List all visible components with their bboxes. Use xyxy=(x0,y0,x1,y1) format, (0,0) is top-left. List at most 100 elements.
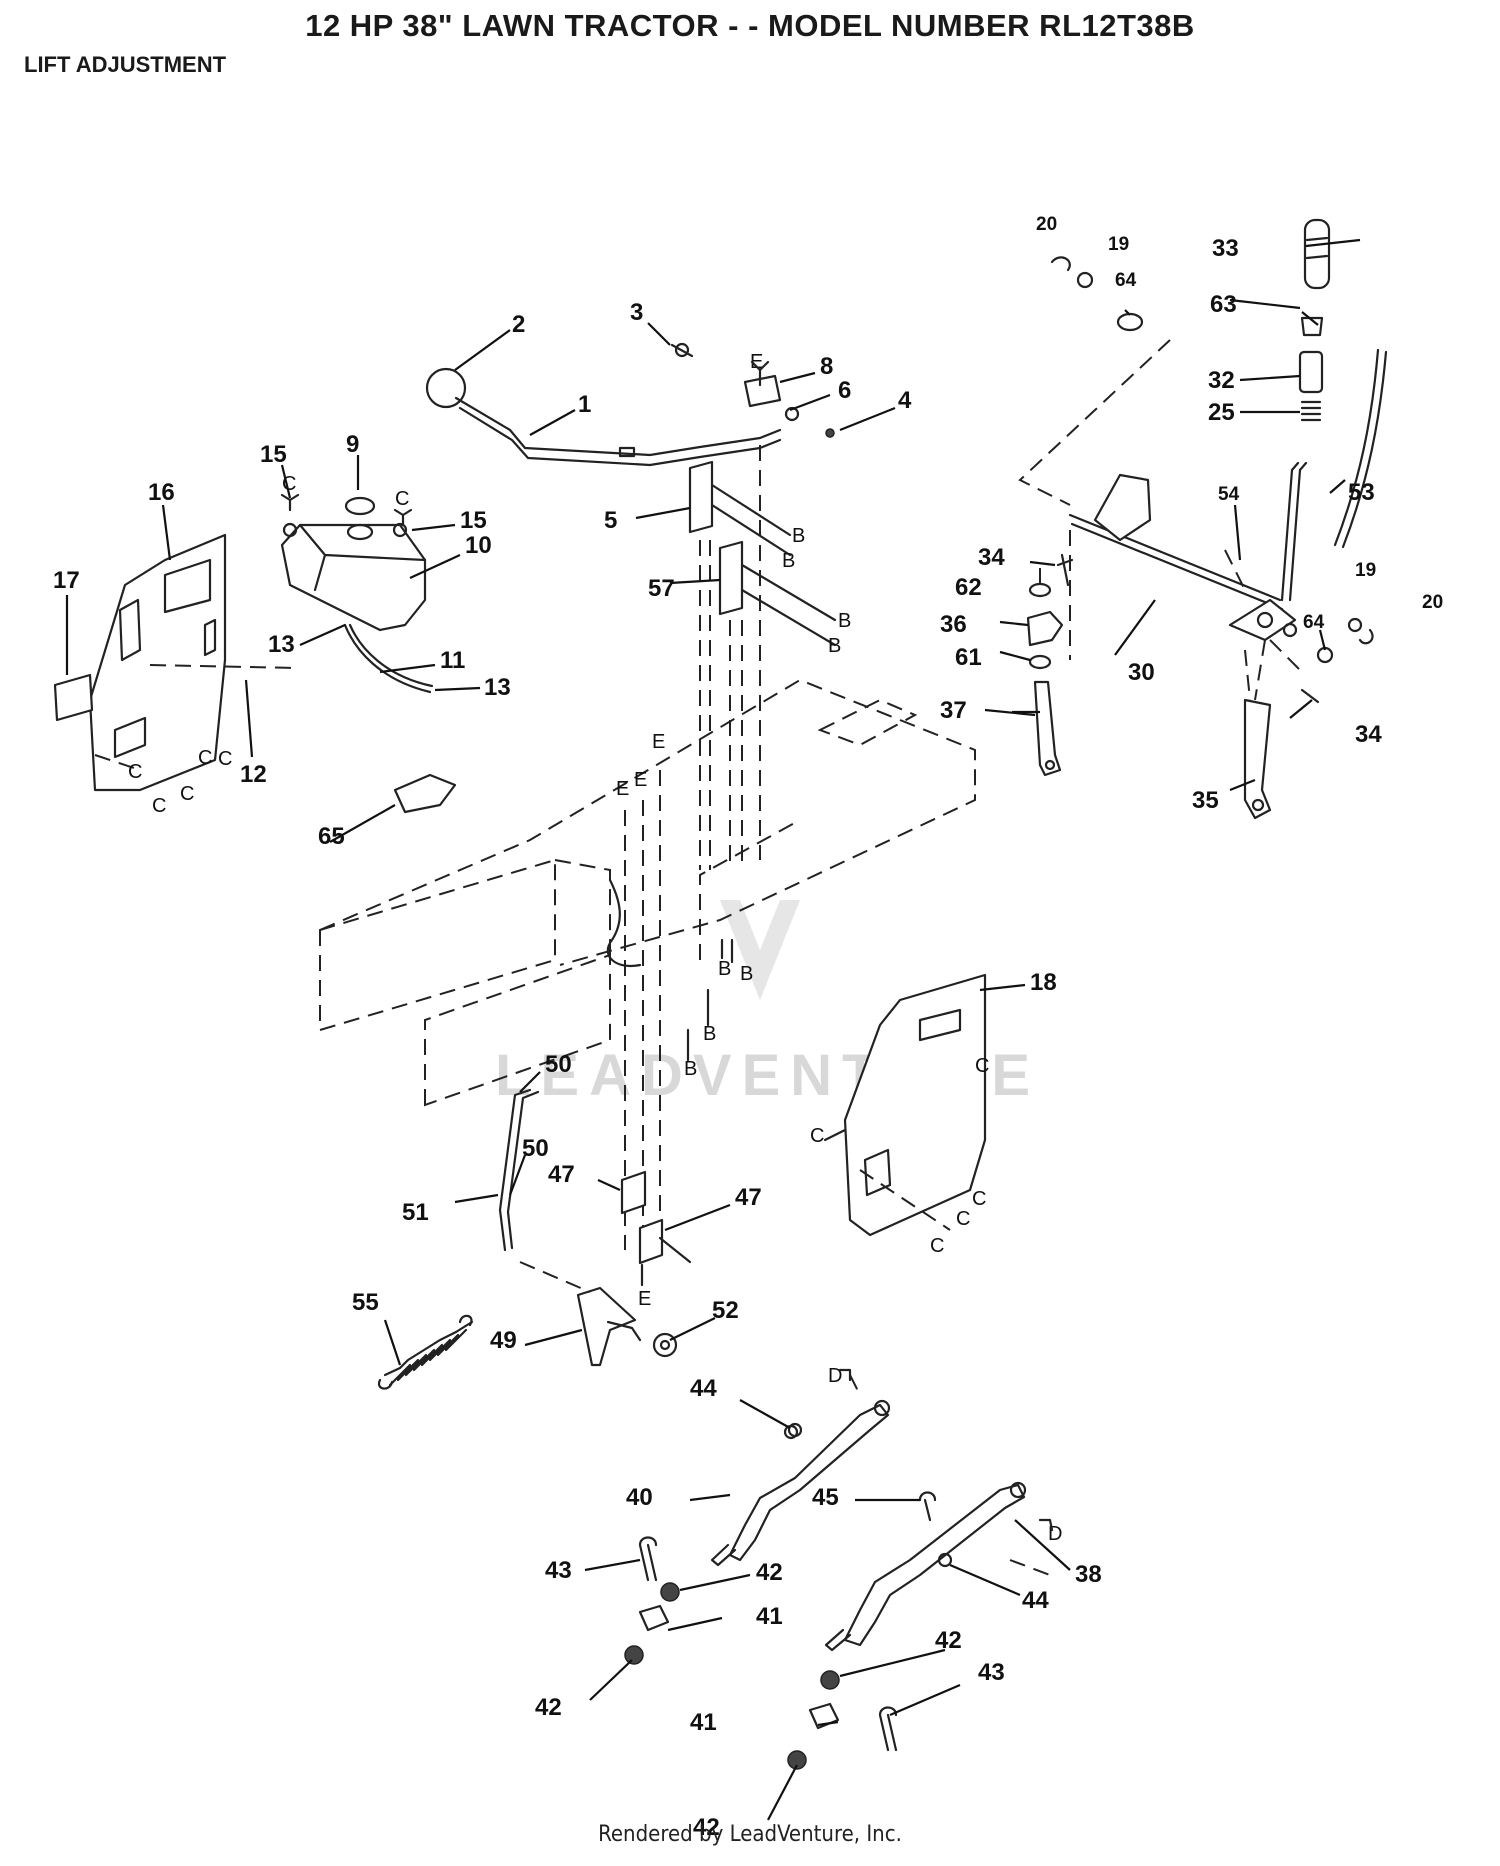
part-lift-arm-40 xyxy=(728,1403,890,1562)
part-nut-42d xyxy=(787,1750,807,1770)
callout-37: 37 xyxy=(940,697,967,724)
section-subtitle: LIFT ADJUSTMENT xyxy=(24,52,227,77)
callout-44a: 44 xyxy=(690,1375,717,1402)
callout-10: 10 xyxy=(465,532,492,559)
part-link-37 xyxy=(1033,680,1062,777)
callout-18: 18 xyxy=(1030,969,1057,996)
part-nut-42b xyxy=(624,1645,644,1665)
callout-9: 9 xyxy=(346,431,359,458)
part-plate-57 xyxy=(718,540,744,616)
callout-35: 35 xyxy=(1192,787,1219,814)
ref-c: C xyxy=(930,1235,944,1257)
footer-credit: Rendered by LeadVenture, Inc. xyxy=(598,1822,902,1847)
callout-50b: 50 xyxy=(522,1135,549,1162)
part-65 xyxy=(393,773,457,814)
part-bushing-62 xyxy=(1028,582,1052,598)
part-lift-arm-38 xyxy=(843,1483,1026,1647)
ref-c: C xyxy=(218,748,232,770)
callout-8: 8 xyxy=(820,353,833,380)
callout-5: 5 xyxy=(604,507,617,534)
part-rod-53 xyxy=(1333,348,1380,547)
part-fuel-line xyxy=(343,623,432,694)
callout-19a: 19 xyxy=(1108,234,1129,255)
callout-1: 1 xyxy=(578,391,591,418)
callout-15b: 15 xyxy=(460,507,487,534)
part-knob xyxy=(425,367,467,409)
leader-lines xyxy=(65,238,1361,1821)
callout-44b: 44 xyxy=(1022,1587,1049,1614)
callout-43a: 43 xyxy=(545,1557,572,1584)
ref-e: E xyxy=(652,731,665,753)
callout-63: 63 xyxy=(1210,291,1237,318)
callout-55: 55 xyxy=(352,1289,379,1316)
callout-40: 40 xyxy=(626,1484,653,1511)
callout-43b: 43 xyxy=(978,1659,1005,1686)
callout-33: 33 xyxy=(1212,235,1239,262)
callout-34b: 34 xyxy=(1355,721,1382,748)
part-bushing-41a xyxy=(638,1604,670,1632)
callout-42c: 42 xyxy=(935,1627,962,1654)
ref-e: E xyxy=(638,1288,651,1310)
part-clip-43a xyxy=(638,1536,658,1582)
ref-b: B xyxy=(740,963,753,985)
part-bushing-61 xyxy=(1028,654,1052,670)
callout-12: 12 xyxy=(240,761,267,788)
ref-c: C xyxy=(180,783,194,805)
ref-b: B xyxy=(703,1023,716,1045)
callout-52: 52 xyxy=(712,1297,739,1324)
callout-41b: 41 xyxy=(690,1709,717,1736)
part-fuel-cap xyxy=(344,496,376,516)
ref-b: B xyxy=(782,550,795,572)
callout-42d: 42 xyxy=(693,1814,720,1841)
callout-65: 65 xyxy=(318,823,345,850)
callout-2: 2 xyxy=(512,311,525,338)
part-spring xyxy=(383,1320,474,1377)
callout-38: 38 xyxy=(1075,1561,1102,1588)
part-20b xyxy=(1358,628,1374,645)
ref-c: C xyxy=(956,1208,970,1230)
callout-34a: 34 xyxy=(978,544,1005,571)
callout-49: 49 xyxy=(490,1327,517,1354)
ref-e: E xyxy=(616,778,629,800)
callout-62: 62 xyxy=(955,574,982,601)
part-47-upper xyxy=(620,1170,647,1215)
page-title: 12 HP 38" LAWN TRACTOR - - MODEL NUMBER … xyxy=(305,8,1195,43)
part-sleeve-32 xyxy=(1298,350,1324,394)
callout-19b: 19 xyxy=(1355,560,1376,581)
callout-4: 4 xyxy=(898,387,912,414)
callout-16: 16 xyxy=(148,479,175,506)
part-cap-63 xyxy=(1300,316,1324,337)
part-bracket xyxy=(743,374,782,408)
callout-61: 61 xyxy=(955,644,982,671)
callout-32: 32 xyxy=(1208,367,1235,394)
part-20a xyxy=(1050,256,1071,272)
callout-42a: 42 xyxy=(756,1559,783,1586)
part-frame-side xyxy=(319,858,556,1032)
callout-11: 11 xyxy=(440,647,465,674)
callout-13a: 13 xyxy=(268,631,295,658)
part-rod-51 xyxy=(498,1088,532,1252)
reference-letters: B B B B B B B B C C C C C C C C C C C C … xyxy=(128,351,1062,1545)
part-plate-5 xyxy=(688,460,714,534)
ref-d: D xyxy=(828,1365,842,1387)
part-64b xyxy=(1316,646,1334,664)
reference-markers xyxy=(280,360,1054,1532)
callout-36: 36 xyxy=(940,611,967,638)
ref-b: B xyxy=(792,525,805,547)
callout-20a: 20 xyxy=(1036,214,1057,235)
callout-53: 53 xyxy=(1348,479,1375,506)
part-lift-handle xyxy=(454,396,782,457)
callout-45: 45 xyxy=(812,1484,839,1511)
callout-15a: 15 xyxy=(260,441,287,468)
callout-41a: 41 xyxy=(756,1603,783,1630)
callout-50a: 50 xyxy=(545,1051,572,1078)
part-shaft xyxy=(1068,513,1282,602)
part-36 xyxy=(1026,610,1064,647)
part-shaft-arm xyxy=(1093,473,1152,542)
part-nut-42c xyxy=(820,1670,840,1690)
part-right-panel xyxy=(843,973,987,1237)
callout-54: 54 xyxy=(1218,484,1240,505)
callout-42b: 42 xyxy=(535,1694,562,1721)
callout-47a: 47 xyxy=(548,1161,575,1188)
